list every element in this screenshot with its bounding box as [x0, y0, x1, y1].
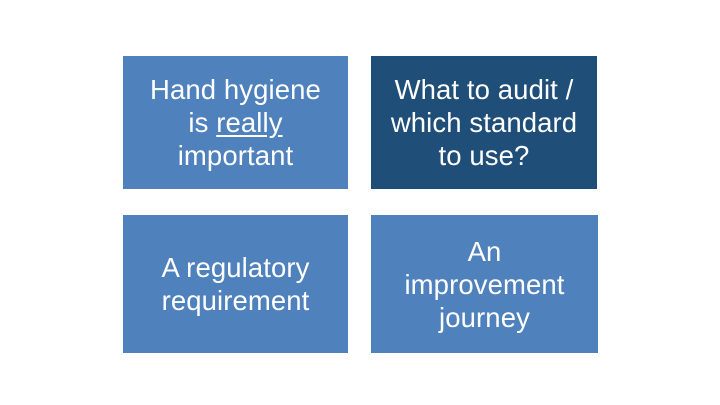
tile-hand-hygiene-line1: Hand hygiene: [150, 74, 321, 105]
tile-hand-hygiene-text: Hand hygiene is really important: [129, 73, 342, 172]
tile-hand-hygiene-line2-underlined: really: [216, 107, 283, 138]
tile-improvement-journey-text: An improvement journey: [404, 235, 565, 333]
tile-improvement-journey[interactable]: An improvement journey: [371, 215, 598, 353]
tile-hand-hygiene-line3: important: [177, 140, 294, 171]
tile-what-to-audit-text: What to audit / which standard to use?: [390, 74, 578, 171]
tile-hand-hygiene[interactable]: Hand hygiene is really important: [123, 56, 348, 189]
tile-hand-hygiene-line2-prefix: is: [188, 107, 217, 138]
tile-regulatory-requirement[interactable]: A regulatory requirement: [123, 215, 348, 353]
tile-what-to-audit[interactable]: What to audit / which standard to use?: [371, 56, 597, 189]
tile-regulatory-requirement-text: A regulatory requirement: [161, 252, 310, 316]
